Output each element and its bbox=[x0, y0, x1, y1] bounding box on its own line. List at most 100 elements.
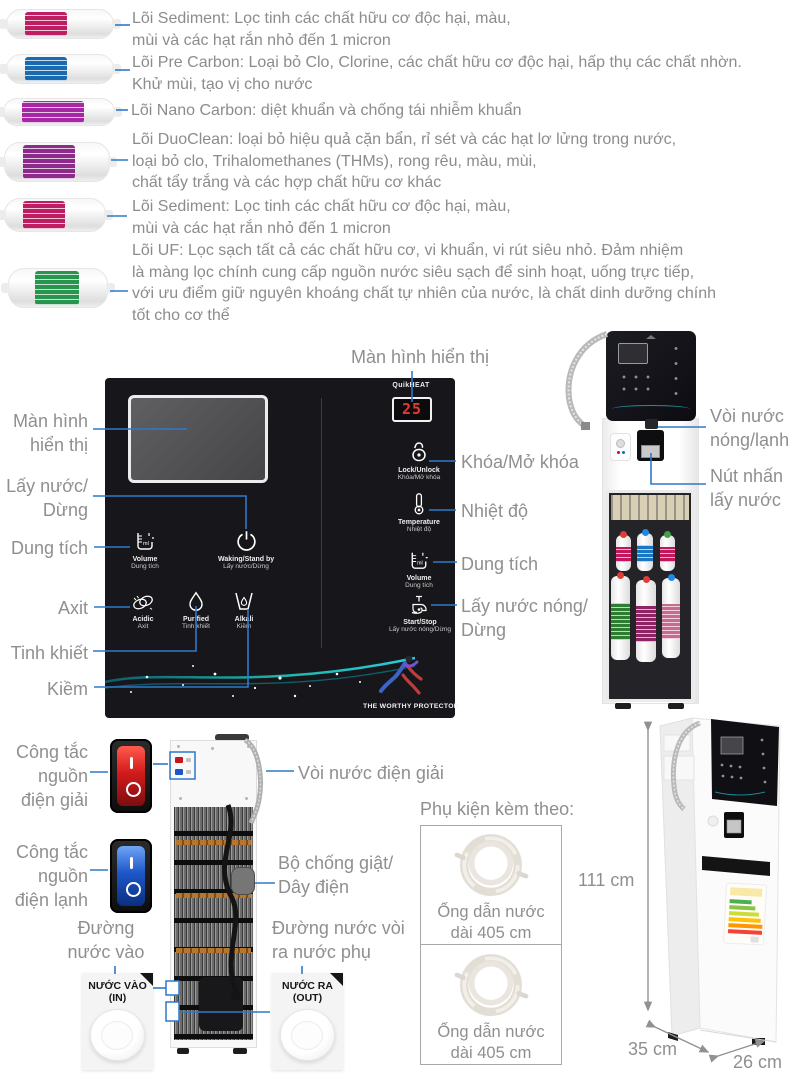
rear-foot bbox=[233, 1048, 247, 1054]
faucet-icon bbox=[411, 595, 427, 614]
label-alkali: Kiềm bbox=[46, 679, 88, 699]
shock-protector bbox=[231, 867, 255, 895]
wiring-panel bbox=[611, 495, 689, 520]
copper-tube bbox=[176, 893, 251, 898]
panel-key-standby: Waking/Stand by Lấy nước/Dừng bbox=[218, 528, 274, 570]
label-lock: Khóa/Mở khóa bbox=[461, 452, 579, 472]
filter-band bbox=[23, 201, 65, 229]
water-cap bbox=[280, 1009, 335, 1061]
hot-cold-spout bbox=[645, 419, 658, 429]
copper-tube bbox=[176, 840, 251, 845]
panel-screen bbox=[128, 395, 268, 483]
mini-switch-glyph bbox=[186, 770, 191, 774]
label-height: 111 cm bbox=[578, 870, 635, 890]
power-icon bbox=[236, 531, 256, 551]
filter-cartridge-uf bbox=[1, 268, 115, 308]
product-foot bbox=[668, 703, 684, 709]
label-purified: Tinh khiết bbox=[10, 643, 88, 663]
label-electrolysis-hose: Vòi nước điện giải bbox=[298, 763, 444, 783]
beaker-icon: ml bbox=[411, 552, 428, 569]
panel-key-acidic: Acidic Axit bbox=[115, 590, 171, 630]
mini-switch-blue bbox=[175, 769, 183, 775]
inset-water-out: NƯỚC RA (OUT) bbox=[272, 973, 343, 1070]
inner-filter bbox=[662, 574, 680, 658]
energy-label bbox=[723, 882, 767, 946]
label-dispense: Lấy nước/Dừng bbox=[6, 476, 88, 520]
sticker-dot-red bbox=[616, 439, 625, 448]
inner-filter bbox=[611, 572, 630, 660]
thermometer-icon bbox=[414, 493, 424, 515]
filter-description: Lõi Nano Carbon: diệt khuẩn và chống tái… bbox=[131, 102, 522, 119]
screw bbox=[179, 797, 182, 800]
copper-tube bbox=[176, 948, 251, 953]
label-cord: Bộ chống giật/Dây điện bbox=[278, 853, 394, 897]
water-cap bbox=[90, 1009, 145, 1061]
dispense-button bbox=[641, 445, 660, 458]
rear-foot bbox=[177, 1048, 189, 1054]
accessories-heading: Phụ kiện kèm theo: bbox=[420, 799, 575, 819]
label-acidic: Axit bbox=[57, 598, 88, 618]
screw bbox=[211, 747, 214, 750]
sticker-dot-blue bbox=[617, 451, 620, 454]
sticker-dot-cyan bbox=[622, 451, 625, 454]
filter-band bbox=[35, 271, 79, 305]
filter-description: Lõi UF: Lọc sạch tất cả các chất hữu cơ,… bbox=[132, 242, 717, 324]
cup-droplet-icon bbox=[235, 592, 253, 610]
label-volume-right: Dung tích bbox=[461, 554, 539, 574]
droplet-icon bbox=[189, 591, 203, 611]
label-volume-left: Dung tích bbox=[10, 538, 88, 558]
filter-cartridge-duoclean bbox=[0, 142, 117, 182]
wave-graphic bbox=[105, 656, 415, 698]
slogan: THE WORTHY PROTECTOR bbox=[363, 703, 459, 710]
mini-switch-glyph bbox=[186, 758, 191, 762]
front-product-panel bbox=[606, 331, 696, 421]
label-hot-dispense: Lấy nước nóng/Dừng bbox=[461, 596, 588, 640]
screw bbox=[247, 745, 250, 748]
label-width: 26 cm bbox=[733, 1052, 783, 1072]
control-panel: QuikHEAT 25 ml Volume Dung tích Waking/S… bbox=[105, 378, 459, 718]
panel-key-temperature: Temperature Nhiệt độ bbox=[388, 491, 450, 533]
filter-description: Lõi Sediment: Lọc tinh các chất hữu cơ đ… bbox=[132, 198, 511, 237]
label-depth: 35 cm bbox=[628, 1039, 678, 1059]
hose-dimension bbox=[670, 720, 701, 811]
panel-divider bbox=[321, 398, 322, 648]
rear-handle bbox=[215, 734, 249, 741]
hands-icon bbox=[133, 595, 153, 610]
led-display: 25 bbox=[392, 397, 432, 422]
filter-band bbox=[22, 101, 84, 123]
padlock-icon bbox=[412, 442, 426, 462]
brand-mark bbox=[646, 335, 656, 339]
label-temperature: Nhiệt độ bbox=[461, 501, 529, 521]
tube-coil-icon bbox=[454, 954, 529, 1016]
dimension-arrows bbox=[643, 721, 766, 1063]
product-foot bbox=[615, 703, 631, 709]
filter-cartridge-nanocarbon bbox=[0, 98, 122, 126]
inner-filter bbox=[660, 531, 675, 571]
svg-text:ml: ml bbox=[417, 560, 423, 566]
switch-rocker bbox=[117, 746, 145, 806]
svg-text:ml: ml bbox=[143, 541, 149, 547]
filter-cartridge-precarbon bbox=[0, 54, 121, 84]
switch-rocker bbox=[117, 846, 145, 906]
screw bbox=[177, 745, 180, 748]
panel-key-alkali: Alkali Kiềm bbox=[216, 590, 272, 630]
panel-glyphs-left bbox=[618, 371, 654, 395]
mini-wave bbox=[612, 405, 690, 413]
hose-front bbox=[565, 331, 609, 430]
cooling-power-switch bbox=[110, 839, 152, 913]
filter-band bbox=[25, 12, 67, 36]
filter-description: Lõi DuoClean: loại bỏ hiệu quả cặn bẩn, … bbox=[132, 131, 677, 191]
beaker-icon: ml bbox=[137, 533, 154, 550]
filter-band bbox=[23, 145, 75, 179]
mini-switch-red bbox=[175, 757, 183, 763]
logo-sticker bbox=[610, 433, 631, 461]
